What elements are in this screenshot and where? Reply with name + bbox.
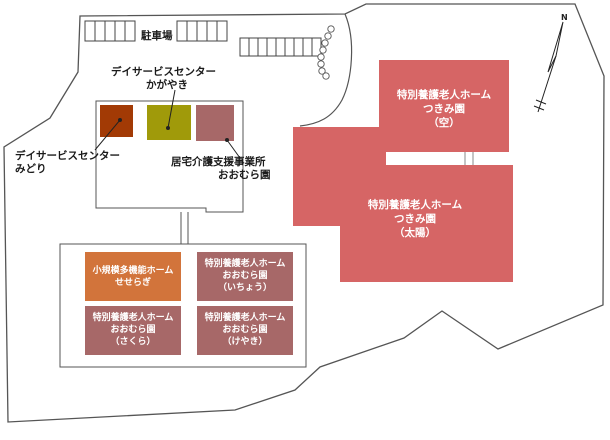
sakura-building <box>85 306 181 355</box>
tree-row <box>317 25 335 80</box>
day-midori-label-1: デイサービスセンター <box>15 150 120 162</box>
kyotaku-label-2: おおむら園 <box>218 169 271 181</box>
seseragi-building <box>85 252 181 301</box>
tsukimi-sora-label: 特別養護老人ホーム つきみ園 （空） <box>396 89 492 129</box>
parking-stalls <box>84 20 322 57</box>
day-kagayaki-label-2: かがやき <box>146 79 188 91</box>
day-midori-label-2: みどり <box>15 163 47 175</box>
north-label: N <box>561 13 568 22</box>
site-boundary <box>3 3 605 423</box>
tsukimi-sora-building <box>379 60 509 152</box>
north-arrow-icon <box>533 21 564 113</box>
kyotaku-label-1: 居宅介護支援事業所 <box>171 156 266 168</box>
keyaki-label: 特別養護老人ホーム おおむら園 （けやき） <box>204 313 286 347</box>
parking-label: 駐車場 <box>141 30 173 42</box>
day-midori-room <box>100 105 133 137</box>
tsukimi-taiyo-building <box>293 127 513 282</box>
icho-label: 特別養護老人ホーム おおむら園 （いちょう） <box>204 259 286 293</box>
day-kagayaki-label-1: デイサービスセンター <box>111 66 216 78</box>
kyotaku-office-room <box>196 105 234 141</box>
sakura-label: 特別養護老人ホーム おおむら園 （さくら） <box>92 313 174 347</box>
inner-boundary-line <box>299 13 353 127</box>
keyaki-building <box>197 306 293 355</box>
seseragi-label: 小規模多機能ホーム せせらぎ <box>92 266 174 288</box>
icho-building <box>197 252 293 301</box>
tsukimi-taiyo-label: 特別養護老人ホーム つきみ園 （太陽） <box>367 199 463 239</box>
